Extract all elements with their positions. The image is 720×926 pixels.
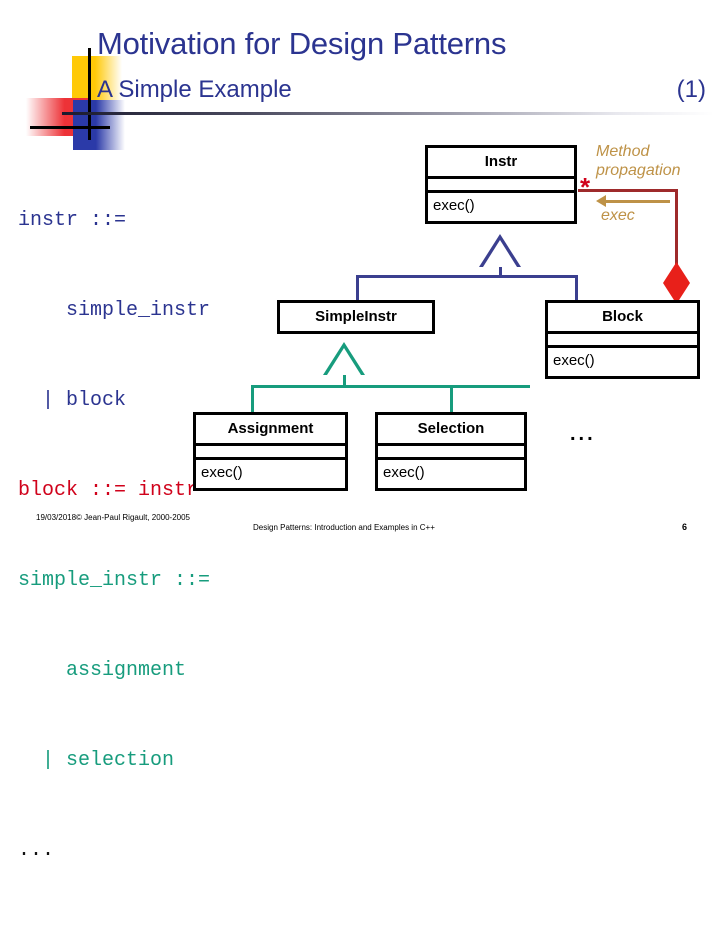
slide-canvas: Motivation for Design Patterns A Simple … xyxy=(18,26,714,862)
grammar-line-block-alt: | block xyxy=(18,389,127,412)
logo-square-yellow xyxy=(72,56,122,104)
class-box-instr[interactable]: Instr exec() xyxy=(425,145,577,224)
class-operations-instr: exec() xyxy=(433,197,475,214)
grammar-line-simple-instr: simple_instr xyxy=(18,299,211,322)
class-box-assignment[interactable]: Assignment exec() xyxy=(193,412,348,491)
slide-part-index: (1) xyxy=(676,76,706,103)
composition-diamond xyxy=(663,262,690,304)
inheritance-drop-assignment xyxy=(251,385,254,413)
class-name-selection: Selection xyxy=(378,415,524,446)
inheritance-bar-simpleinstr xyxy=(251,385,530,388)
inheritance-bar-instr xyxy=(356,275,578,278)
class-name-instr: Instr xyxy=(428,148,574,179)
inheritance-stem-simpleinstr xyxy=(343,374,346,388)
class-attrs-block xyxy=(548,334,697,348)
class-attrs-assignment xyxy=(196,446,345,460)
class-name-simpleinstr: SimpleInstr xyxy=(315,308,397,325)
class-name-block: Block xyxy=(548,303,697,334)
class-box-selection[interactable]: Selection exec() xyxy=(375,412,527,491)
exec-arrow-head xyxy=(596,195,606,207)
grammar-listing: instr ::= simple_instr | block block ::=… xyxy=(18,146,210,926)
slide-logo xyxy=(18,48,125,150)
inheritance-drop-block xyxy=(575,275,578,301)
class-box-block[interactable]: Block exec() xyxy=(545,300,700,379)
inheritance-stem-instr xyxy=(499,267,502,278)
footer-title: Design Patterns: Introduction and Exampl… xyxy=(253,523,435,532)
class-operations-assignment: exec() xyxy=(201,464,243,481)
inheritance-drop-simpleinstr xyxy=(356,275,359,301)
grammar-line-ellipsis: ... xyxy=(18,839,55,862)
class-box-simpleinstr[interactable]: SimpleInstr xyxy=(277,300,435,334)
logo-square-blue xyxy=(73,100,125,150)
diagram-ellipsis: ... xyxy=(570,423,596,445)
grammar-line-simple-def: simple_instr ::= xyxy=(18,569,211,592)
slide-subtitle: A Simple Example xyxy=(97,76,292,103)
class-operations-block: exec() xyxy=(553,352,595,369)
class-operations-selection: exec() xyxy=(383,464,425,481)
class-attrs-instr xyxy=(428,179,574,193)
inheritance-triangle-instr-fill xyxy=(483,240,517,267)
footer-page-number: 6 xyxy=(682,522,688,532)
logo-cross-horizontal xyxy=(30,126,110,129)
inheritance-triangle-simpleinstr-fill xyxy=(327,348,361,375)
slide-title: Motivation for Design Patterns xyxy=(97,26,507,61)
multiplicity-label: * xyxy=(580,172,591,202)
grammar-line-block-def: block ::= instr* xyxy=(18,479,211,502)
composition-line-horizontal xyxy=(578,189,678,192)
class-attrs-selection xyxy=(378,446,524,460)
exec-arrow-shaft xyxy=(604,200,670,203)
title-divider xyxy=(62,112,714,115)
class-name-assignment: Assignment xyxy=(196,415,345,446)
grammar-line-selection: | selection xyxy=(18,749,175,772)
logo-cross-vertical xyxy=(88,48,91,140)
method-propagation-label: Method propagation xyxy=(596,143,681,179)
grammar-line-assignment: assignment xyxy=(18,659,187,682)
exec-arrow-label: exec xyxy=(601,207,635,224)
composition-line-vertical xyxy=(675,189,678,265)
footer-copyright: 19/03/2018© Jean-Paul Rigault, 2000-2005 xyxy=(36,513,191,522)
grammar-line-instr: instr ::= xyxy=(18,209,127,232)
inheritance-drop-selection xyxy=(450,385,453,413)
